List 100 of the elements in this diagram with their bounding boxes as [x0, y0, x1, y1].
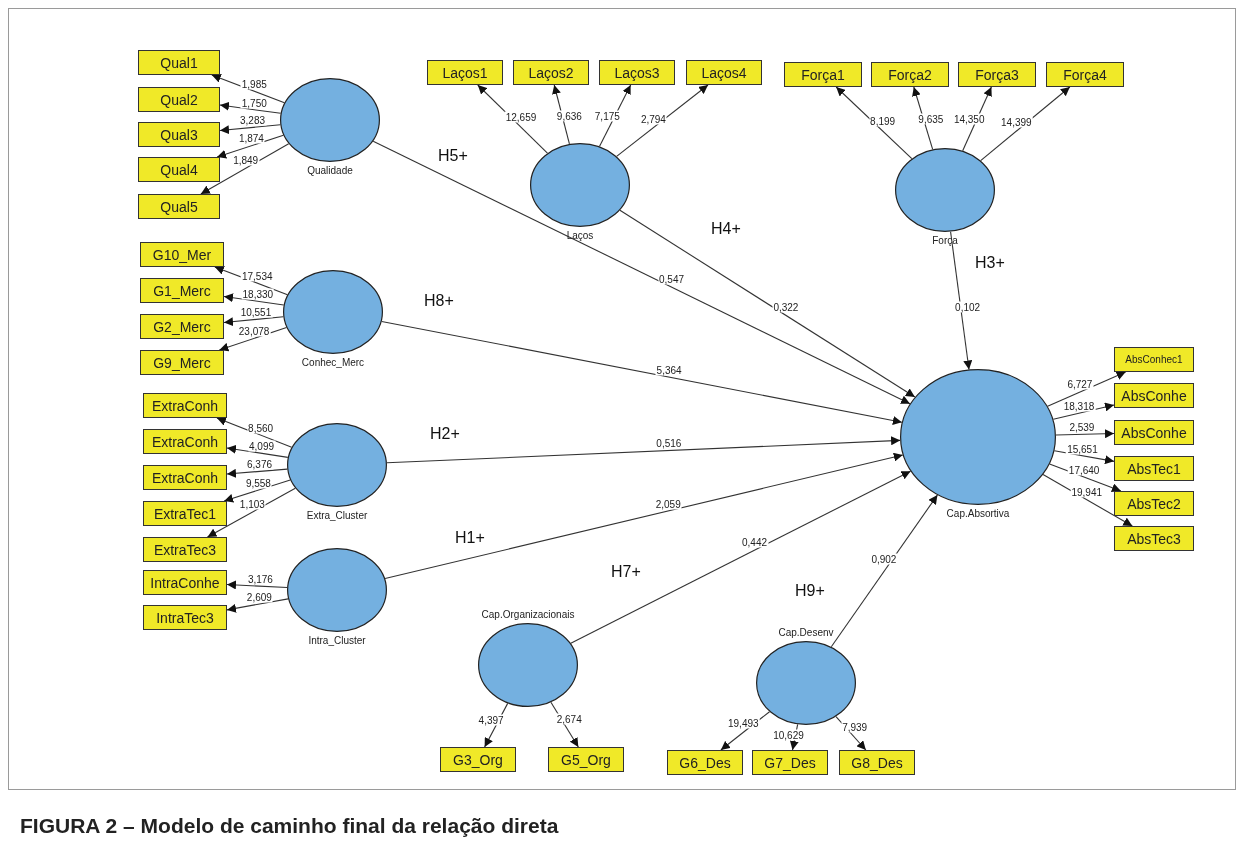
- edge-label: 1,849: [232, 154, 260, 166]
- edge-label: 19,941: [1070, 486, 1103, 498]
- arrow: [226, 444, 289, 458]
- construct-label: Qualidade: [307, 165, 353, 176]
- edge-label: 18,318: [1062, 400, 1096, 412]
- arrow: [216, 134, 284, 159]
- edge-label: 2,674: [555, 713, 583, 725]
- edge-label: 8,199: [869, 115, 897, 127]
- indicator-box: Qual3: [138, 122, 220, 147]
- hypothesis-label: H3+: [975, 254, 1005, 272]
- hypothesis-label: H7+: [611, 563, 641, 581]
- indicator-box: ExtraConh: [143, 465, 227, 490]
- hypothesis-label: H8+: [424, 292, 454, 310]
- edge-label: 9,635: [917, 113, 945, 125]
- construct-label: Cap.Desenv: [778, 627, 834, 638]
- edge-label: 1,750: [240, 97, 268, 109]
- indicator-box: G8_Des: [839, 750, 915, 775]
- indicator-box: Laços3: [599, 60, 675, 85]
- indicator-box: Força3: [958, 62, 1036, 87]
- indicator-box: AbsTec2: [1114, 491, 1194, 516]
- indicator-box: Qual5: [138, 194, 220, 219]
- arrow: [835, 86, 913, 160]
- edge-label: 17,534: [240, 270, 274, 282]
- edge-label: 0,516: [655, 438, 683, 449]
- arrow: [619, 209, 916, 398]
- indicator-box: Força1: [784, 62, 862, 87]
- indicator-box: IntraTec3: [143, 605, 227, 630]
- arrow: [980, 86, 1071, 162]
- edge-label: 14,399: [1000, 116, 1033, 128]
- construct-label: Extra_Cluster: [306, 510, 368, 521]
- arrow: [219, 124, 281, 135]
- arrow: [950, 231, 973, 370]
- indicator-box: ExtraTec3: [143, 537, 227, 562]
- arrow: [1055, 429, 1115, 439]
- indicator-box: G6_Des: [667, 750, 743, 775]
- indicator-box: G5_Org: [548, 747, 624, 772]
- edge-label: 0,902: [870, 553, 898, 565]
- edge-label: 9,636: [555, 110, 583, 122]
- construct-label: Laços: [566, 230, 594, 241]
- indicator-box: Força4: [1046, 62, 1124, 87]
- arrow: [223, 316, 284, 327]
- edge-label: 0,102: [954, 301, 982, 313]
- edge-label: 4,099: [248, 440, 276, 452]
- arrow: [372, 140, 911, 405]
- arrow: [226, 598, 289, 613]
- arrow: [223, 293, 285, 306]
- edge-label: 7,939: [841, 721, 869, 733]
- indicator-box: AbsConhe: [1114, 383, 1194, 408]
- edge-label: 9,558: [244, 477, 272, 489]
- edge-label: 1,103: [238, 498, 266, 510]
- edge-label: 0,442: [741, 536, 768, 548]
- construct-label: Cap.Organizacionais: [481, 609, 575, 620]
- edge-label: 7,175: [593, 110, 621, 122]
- indicator-box: G10_Mer: [140, 242, 224, 267]
- edge-label: 3,283: [239, 114, 266, 126]
- edge-label: 6,376: [246, 458, 274, 470]
- edge-label: 4,397: [477, 714, 505, 726]
- arrow: [223, 479, 291, 503]
- arrow: [206, 487, 296, 538]
- arrow: [386, 436, 901, 464]
- hypothesis-label: H2+: [430, 425, 460, 443]
- indicator-box: AbsTec1: [1114, 456, 1194, 481]
- indicator-box: Qual1: [138, 50, 220, 75]
- edge-label: 1,874: [237, 132, 265, 144]
- construct-label: Intra_Cluster: [308, 635, 366, 646]
- indicator-box: Laços4: [686, 60, 762, 85]
- edge-label: 15,651: [1066, 443, 1099, 455]
- arrow: [384, 452, 904, 580]
- indicator-box: ExtraConh: [143, 429, 227, 454]
- edge-label: 5,364: [655, 364, 683, 376]
- construct-label: Conhec_Merc: [301, 357, 365, 368]
- arrow: [226, 468, 288, 478]
- arrow: [381, 320, 903, 425]
- edge-label: 3,176: [246, 573, 274, 585]
- arrow: [200, 143, 290, 195]
- edge-label: 12,659: [504, 111, 538, 123]
- construct-label: Cap.Absortiva: [946, 508, 1010, 519]
- indicator-box: Qual2: [138, 87, 220, 112]
- edge-label: 14,350: [952, 113, 986, 125]
- edge-label: 8,560: [247, 422, 275, 434]
- arrow: [1047, 371, 1127, 407]
- indicator-box: G1_Merc: [140, 278, 224, 303]
- arrow: [570, 470, 912, 644]
- indicator-box: G3_Org: [440, 747, 516, 772]
- hypothesis-label: H5+: [438, 147, 468, 165]
- edge-label: 0,547: [658, 273, 685, 285]
- edge-label: 2,609: [245, 591, 273, 603]
- construct-label: Força: [932, 235, 958, 246]
- indicator-box: G9_Merc: [140, 350, 224, 375]
- indicator-box: IntraConhe: [143, 570, 227, 595]
- arrow: [226, 580, 288, 590]
- edge-label: 17,640: [1067, 464, 1101, 476]
- edge-label: 2,539: [1068, 421, 1096, 433]
- edge-label: 2,794: [639, 113, 667, 125]
- indicator-box: ExtraTec1: [143, 501, 227, 526]
- arrow: [219, 101, 282, 114]
- edge-label: 10,551: [239, 306, 273, 318]
- edge-label: 10,629: [772, 729, 805, 741]
- indicator-box: Laços1: [427, 60, 503, 85]
- hypothesis-label: H9+: [795, 582, 825, 600]
